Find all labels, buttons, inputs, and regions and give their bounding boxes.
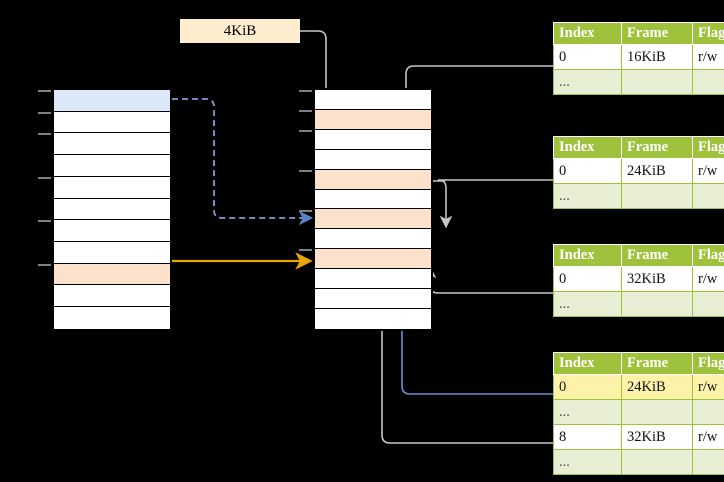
memory-cell	[315, 308, 431, 329]
table-cell-index: 0	[553, 374, 622, 400]
table-cell-flags: r/w	[692, 374, 724, 400]
wire-table2-to-frame	[437, 179, 556, 229]
ruler-tick	[299, 169, 312, 172]
ruler-tick	[299, 90, 312, 92]
page-table-level-3: IndexFrameFlags032KiBr/w...	[553, 244, 724, 317]
wire-table3-to-frame	[423, 265, 556, 294]
page-table-level-2: IndexFrameFlags024KiBr/w...	[553, 136, 724, 209]
memory-cell	[54, 263, 170, 286]
table-cell-frame: 16KiB	[621, 44, 693, 70]
table-cell-frame	[621, 291, 693, 317]
table-cell-frame: 32KiB	[621, 424, 693, 450]
table-row: ...	[553, 183, 724, 209]
column-header-frame: Frame	[621, 352, 693, 375]
virtual-address-space-column	[52, 88, 172, 331]
ruler-tick	[299, 109, 312, 112]
column-header-frame: Frame	[621, 244, 693, 267]
page-table-level-1: IndexFrameFlags016KiBr/w...	[553, 22, 724, 95]
table-cell-index: 0	[553, 158, 622, 184]
table-row: ...	[553, 399, 724, 425]
memory-cell	[315, 229, 431, 250]
memory-cell	[315, 249, 431, 270]
memory-cell	[54, 220, 170, 243]
table-cell-index: ...	[553, 183, 622, 209]
memory-cell	[315, 129, 431, 150]
column-header-index: Index	[553, 136, 622, 159]
table-cell-flags: r/w	[692, 158, 724, 184]
column-header-index: Index	[553, 244, 622, 267]
page-table-level-4: IndexFrameFlags024KiBr/w...832KiBr/w...	[553, 352, 724, 475]
table-cell-frame	[621, 183, 693, 209]
frame-size-label: 4KiB	[180, 19, 300, 43]
table-cell-frame	[621, 69, 693, 95]
ruler-tick	[38, 176, 51, 179]
table-cell-index: ...	[553, 399, 622, 425]
table-cell-index: ...	[553, 291, 622, 317]
physical-memory-column	[313, 88, 433, 331]
memory-cell	[315, 289, 431, 309]
column-header-index: Index	[553, 352, 622, 375]
table-cell-flags	[692, 183, 724, 209]
table-cell-index: 0	[553, 44, 622, 70]
table-cell-flags: r/w	[692, 266, 724, 292]
memory-cell	[54, 111, 170, 134]
memory-cell	[315, 109, 431, 130]
table-cell-index: 8	[553, 424, 622, 450]
memory-cell	[54, 133, 170, 156]
memory-cell	[315, 169, 431, 190]
memory-cell	[54, 198, 170, 221]
table-cell-flags	[692, 449, 724, 475]
memory-cell	[54, 155, 170, 177]
memory-cell	[54, 90, 170, 112]
column-header-flags: Flags	[692, 352, 724, 375]
memory-cell	[54, 242, 170, 264]
ruler-tick	[38, 90, 51, 92]
ruler-tick	[299, 209, 312, 212]
wire-virtual-page-dashed	[172, 98, 314, 226]
table-cell-index: ...	[553, 449, 622, 475]
ruler-tick	[38, 263, 51, 266]
table-cell-frame	[621, 399, 693, 425]
table-cell-frame: 32KiB	[621, 266, 693, 292]
memory-cell	[315, 149, 431, 170]
column-header-index: Index	[553, 22, 622, 45]
ruler-tick	[38, 220, 51, 223]
column-header-frame: Frame	[621, 136, 693, 159]
column-header-flags: Flags	[692, 136, 724, 159]
table-cell-frame	[621, 449, 693, 475]
column-header-flags: Flags	[692, 22, 724, 45]
memory-cell	[315, 90, 431, 110]
table-cell-flags	[692, 291, 724, 317]
table-cell-flags	[692, 399, 724, 425]
table-cell-frame: 24KiB	[621, 158, 693, 184]
memory-cell	[315, 209, 431, 230]
table-cell-index: 0	[553, 266, 622, 292]
column-header-frame: Frame	[621, 22, 693, 45]
ruler-tick	[299, 249, 312, 252]
table-row: ...	[553, 291, 724, 317]
memory-cell	[315, 189, 431, 210]
table-cell-flags: r/w	[692, 44, 724, 70]
table-cell-flags	[692, 69, 724, 95]
table-cell-frame: 24KiB	[621, 374, 693, 400]
memory-cell	[54, 285, 170, 308]
memory-cell	[54, 176, 170, 199]
ruler-tick	[38, 133, 51, 136]
column-header-flags: Flags	[692, 244, 724, 267]
table-row: ...	[553, 449, 724, 475]
table-row: ...	[553, 69, 724, 95]
ruler-tick	[299, 129, 312, 132]
table-cell-flags: r/w	[692, 424, 724, 450]
ruler-tick	[38, 111, 51, 114]
memory-cell	[315, 269, 431, 290]
table-cell-index: ...	[553, 69, 622, 95]
memory-cell	[54, 307, 170, 329]
